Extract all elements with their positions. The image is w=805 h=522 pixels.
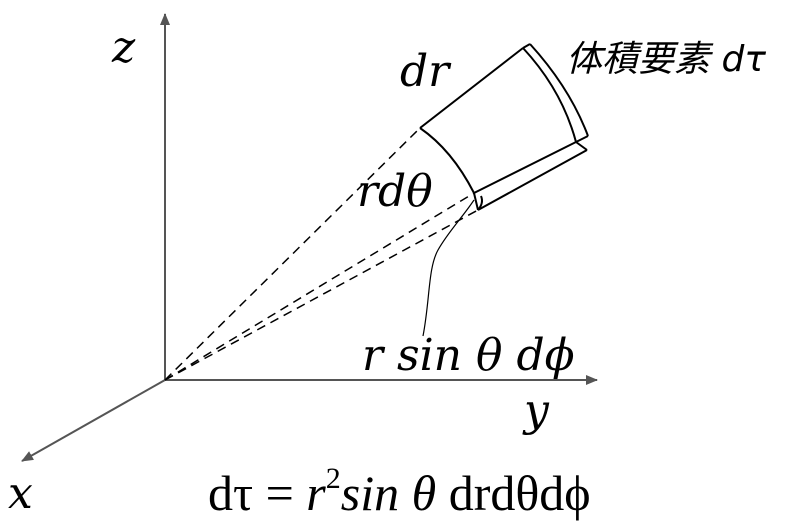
formula-differentials: drdθdϕ [436,465,591,521]
axis-y-label: y [524,385,549,436]
formula-sin-theta: sin θ [340,465,437,521]
formula-exponent: 2 [325,462,341,495]
axis-x-label: x [8,468,33,519]
volume-element-formula: dτ = r2sin θ drdθdϕ [208,462,591,522]
element-outer-front-arc [522,47,577,143]
element-outer-top-join [522,43,531,49]
element-inner-arc [419,127,475,194]
r-dtheta-label: rdθ [357,166,433,217]
dr-label: dr [400,46,450,97]
element-inner-face-bottom [477,195,483,211]
radial-lines [164,127,479,381]
x-axis [21,379,166,462]
r-sin-dphi-label: r sin θ dϕ [362,330,575,381]
leader-line [422,199,475,337]
element-outer-back-arc [529,43,589,137]
element-inner-face-top [473,141,577,194]
element-bottom-edge [477,149,588,211]
element-top-edge [419,47,524,129]
axis-z-label: z [112,22,136,73]
volume-element-shape [419,43,589,211]
radial-line-2 [164,192,475,381]
formula-equals: = [253,465,307,521]
formula-lhs: dτ [208,465,254,521]
formula-r: r [306,465,326,521]
volume-element-label: 体積要素 dτ [566,39,766,80]
element-outer-side-bottom [575,141,588,151]
element-inner-face-join [473,192,479,211]
element-outer-side [575,135,589,143]
